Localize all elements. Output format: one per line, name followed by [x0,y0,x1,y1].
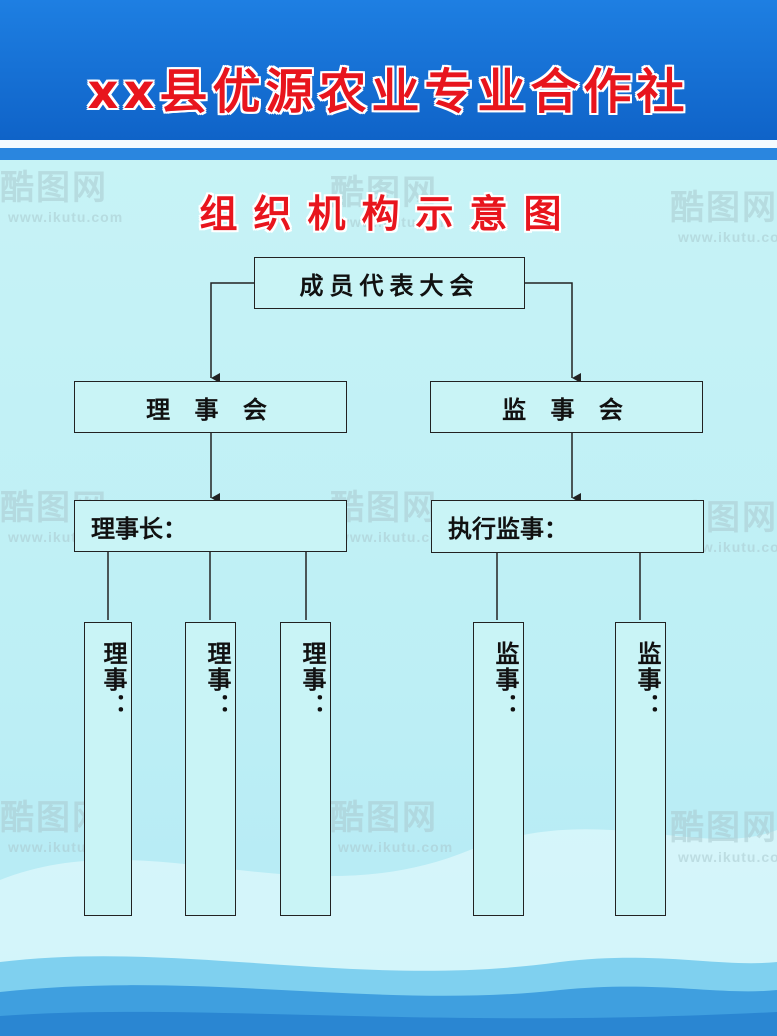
header-banner: xx县优源农业专业合作社 [0,0,777,140]
node-label: 监事： [633,641,661,719]
node-label: 监 事 会 [502,395,631,424]
node-director-3: 理事： [280,622,331,916]
organization-title: xx县优源农业专业合作社 [87,64,690,120]
node-supervisor-1: 监事： [473,622,524,916]
node-supervisor-2: 监事： [615,622,666,916]
node-label: 理 事 会 [146,395,275,424]
node-director-1: 理事： [84,622,132,916]
node-label: 理事： [298,641,326,719]
header-divider-light [0,140,777,148]
node-label: 成员代表大会 [299,271,480,300]
arrow-assembly-to-board [210,282,255,383]
diagram-title: 组织机构示意图 [199,192,578,236]
node-label: 理事长： [91,514,187,543]
node-label: 执行监事： [448,515,568,543]
node-director-2: 理事： [185,622,236,916]
header-divider-blue [0,148,777,160]
node-member-assembly: 成员代表大会 [254,257,525,309]
node-executive-supervisor: 执行监事： [431,500,704,553]
wave-decoration [0,829,777,1036]
arrow-assembly-to-supervisory [524,282,581,383]
node-label: 理事： [99,641,127,719]
node-label: 理事： [203,641,231,719]
node-supervisory-board: 监 事 会 [430,381,703,433]
node-label: 监事： [491,641,519,719]
node-board-of-directors: 理 事 会 [74,381,347,433]
node-chairman: 理事长： [74,500,347,552]
